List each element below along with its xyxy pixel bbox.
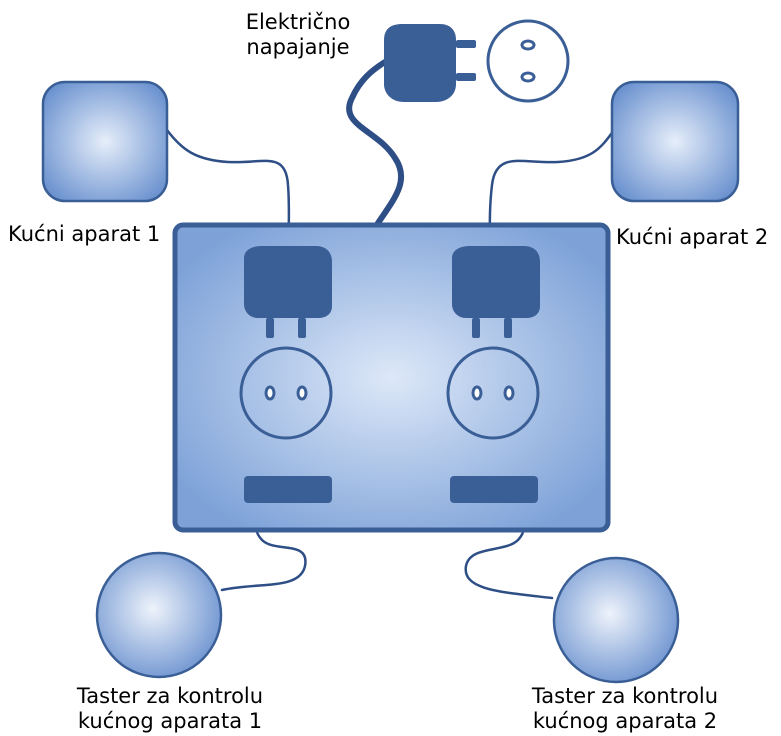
button-1-label-line-1: Taster za kontrolu: [76, 684, 264, 708]
right-plug-icon: [452, 246, 540, 338]
control-button-1: [95, 551, 223, 679]
button-1-connector-slot: [244, 476, 332, 503]
left-socket-icon: [239, 346, 333, 440]
button-2-label-line-2: kućnog aparata 2: [532, 709, 718, 733]
button-2-label: Taster za kontrolu kućnog aparata 2: [510, 684, 740, 734]
left-plug-icon: [244, 246, 332, 338]
button-1-label-line-2: kućnog aparata 1: [77, 709, 263, 733]
appliance-1-box: [41, 80, 169, 203]
appliance-1-label: Kućni aparat 1: [8, 222, 161, 246]
appliance-2-box: [610, 80, 740, 203]
button-1-label: Taster za kontrolu kućnog aparata 1: [55, 684, 285, 734]
appliance-2-cable: [488, 128, 616, 252]
button-2-connector-slot: [450, 476, 538, 503]
main-power-cable: [346, 59, 405, 226]
power-supply-label-line-1: Električno: [245, 10, 351, 34]
power-supply-label-line-2: napajanje: [246, 35, 350, 59]
right-socket-icon: [446, 346, 540, 440]
smart-strip-box: [172, 222, 611, 533]
appliance-1-cable: [165, 128, 291, 252]
power-supply-label: Električno napajanje: [228, 10, 368, 60]
power-plug-icon: [384, 24, 476, 102]
appliance-2-label: Kućni aparat 2: [616, 225, 769, 249]
control-button-2: [552, 556, 680, 684]
button-2-label-line-1: Taster za kontrolu: [531, 684, 719, 708]
wall-socket-icon: [486, 19, 570, 103]
